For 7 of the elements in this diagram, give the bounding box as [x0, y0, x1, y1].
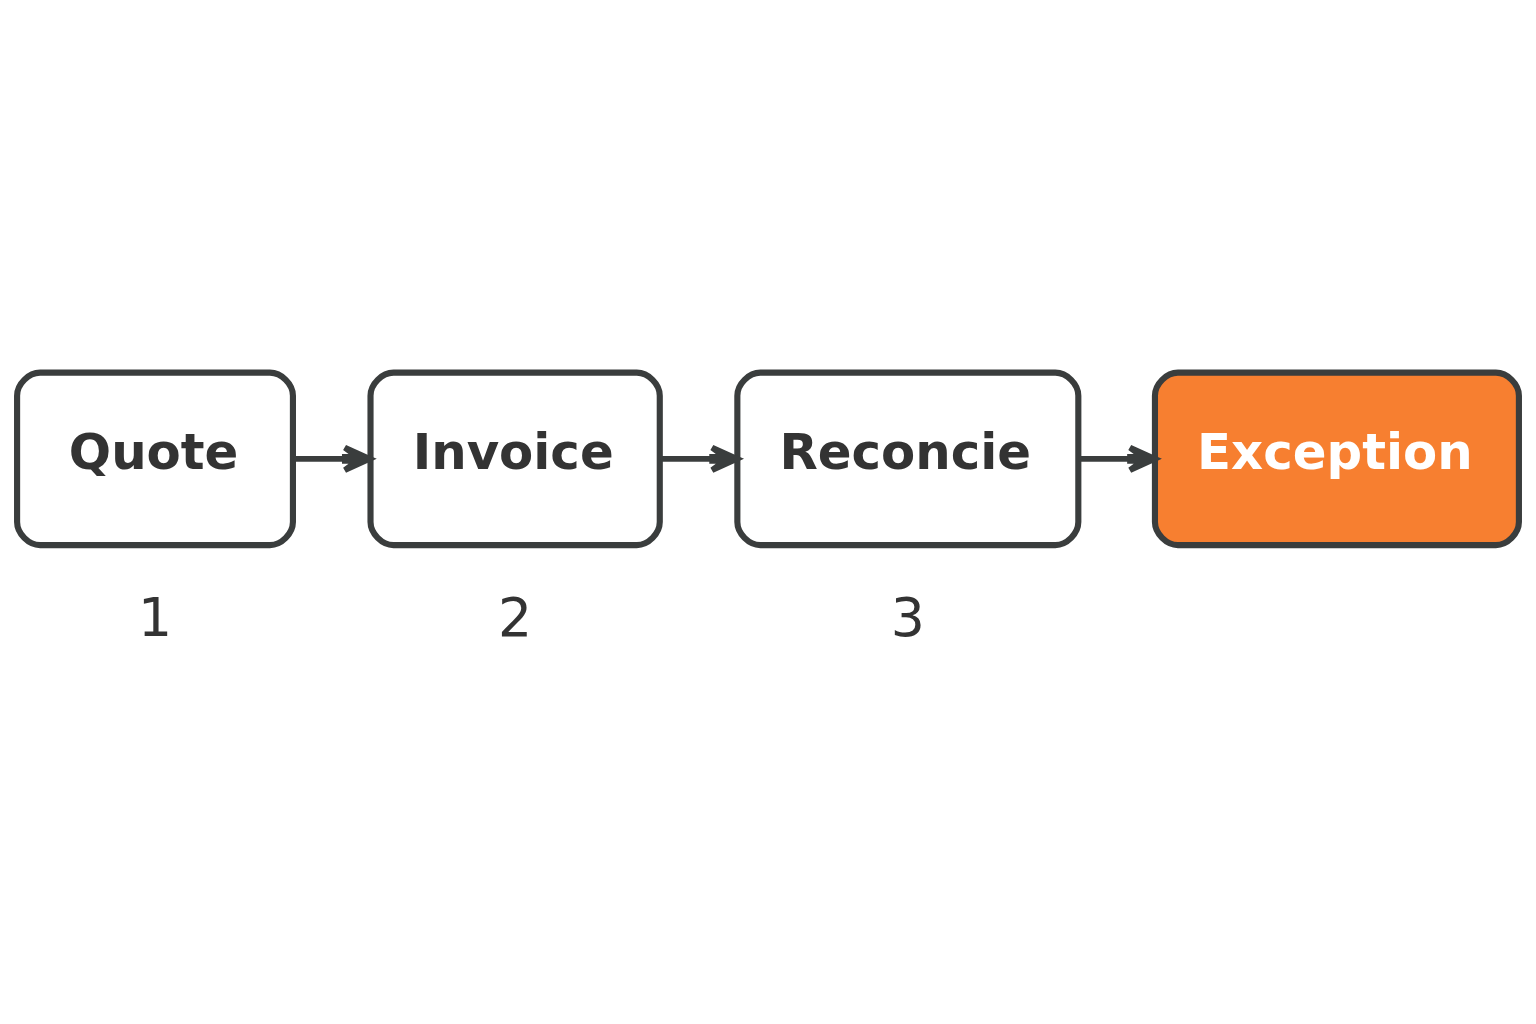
label: 1 — [137, 585, 173, 649]
node-box: Invoice — [367, 369, 663, 548]
node-box: Quote — [14, 369, 296, 548]
label: 2 — [498, 585, 533, 649]
label: 3 — [890, 585, 925, 649]
node-box: Reconcie — [734, 369, 1082, 548]
node-box: Exception — [1151, 369, 1522, 548]
